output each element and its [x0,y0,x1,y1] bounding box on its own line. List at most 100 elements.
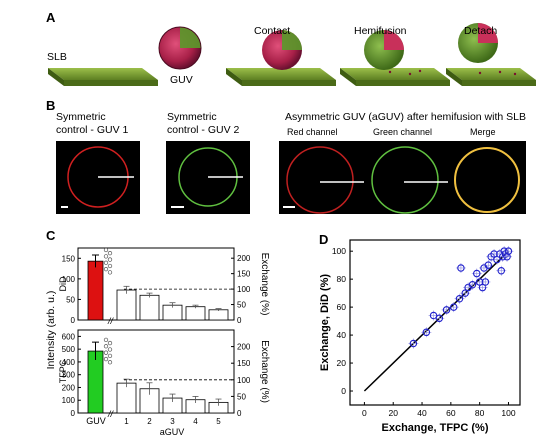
scatter-point [473,269,481,278]
detach-label: Detach [464,25,498,37]
left-tick-label: 100 [62,396,76,405]
guv-data-point [107,257,113,262]
hemifusion-label: Hemifusion [354,25,407,37]
plot-frame [349,239,521,406]
right-tick-label: 50 [237,392,246,401]
guv-data-point [103,254,109,259]
intensity-axis-label: Intensity (arb. u.) [45,291,57,370]
right-tick-label: 150 [237,359,251,368]
right-tick-label: 50 [237,301,246,310]
left-tick-label: 0 [71,316,76,325]
x-axis-label: Exchange, TFPC (%) [382,422,489,434]
guv-data-point [103,337,109,343]
axis-break: // [107,316,115,326]
fit-line [363,250,509,392]
scatter-point [457,264,465,272]
y-tick-label: 0 [341,386,346,396]
guv-data-point [107,347,113,352]
guv-data-point [103,356,109,362]
right-tick-label: 150 [237,270,251,279]
y-tick-label: 40 [337,330,347,340]
left-tick-label: 50 [66,295,75,304]
y-tick-label: 20 [337,358,347,368]
x-tick-label: 0 [362,408,367,418]
right-tick-label: 200 [237,254,251,263]
micrograph-asymmetric [279,141,526,214]
asymmetric-title: Asymmetric GUV (aGUV) after hemifusion w… [285,111,526,123]
left-tick-label: 400 [62,358,76,367]
contact-label: Contact [254,25,291,37]
x-tick-label: 40 [417,408,427,418]
y-tick-label: 100 [332,246,346,256]
scatter-point [422,328,431,337]
guv-bar [87,350,104,414]
guv-data-point [103,260,109,265]
guv-vesicle [158,26,202,70]
left-tick-label: 150 [62,254,76,263]
control1-title-1: Symmetric [56,111,106,123]
scatter-point [435,314,444,323]
y-tick-label: 80 [337,274,347,284]
guv-data-point [107,360,113,365]
aguv-category-label: 3 [170,417,175,426]
left-sub-label: DiD [58,276,68,291]
green-channel-label: Green channel [373,127,433,137]
control2-title-1: Symmetric [167,111,217,123]
guv-data-point [107,340,113,346]
panel-a-letter: A [46,10,56,25]
scatter-point [442,306,451,314]
panel-d-letter: D [319,232,329,247]
aguv-bar [139,294,160,321]
aguv-category-label: 2 [147,417,152,426]
scatter-point [481,278,490,286]
control2-title-2: control - GUV 2 [167,124,240,136]
guv-data-point [107,353,113,359]
guv-data-point [103,247,109,253]
contact-illustration [226,30,336,86]
aguv-bar [208,309,229,321]
scatter-point [455,294,464,303]
detach-illustration [446,23,536,86]
scatter-point [504,247,513,255]
scatter-point [449,303,458,311]
scatter-point [409,339,418,348]
right-tick-label: 0 [237,409,242,418]
guv-data-point [107,251,113,256]
left-sub-label: TFPC [58,359,68,383]
aguv-category-label: 5 [216,417,221,426]
left-tick-label: 0 [71,409,76,418]
aguv-bar [116,289,137,321]
slb-label: SLB [47,51,67,63]
guv-data-point [107,270,113,275]
right-axis-label: Exchange (%) [259,340,270,403]
guv-label: GUV [170,74,193,86]
panel-a-illustration [48,23,536,86]
guv-bar [87,260,104,321]
right-tick-label: 0 [237,316,242,325]
guv-data-point [107,263,113,269]
aguv-category-label: 1 [124,417,129,426]
panel-c-letter: C [46,228,56,243]
left-tick-label: 200 [62,383,76,392]
aguv-bar [185,306,206,321]
axis-break: // [107,409,115,419]
guv-data-point [103,267,109,272]
aguv-axis-label: aGUV [160,427,185,437]
slb-bilayer-1 [48,68,158,86]
x-tick-label: 60 [446,408,456,418]
left-tick-label: 100 [62,275,76,284]
right-tick-label: 100 [237,376,251,385]
panel-b-micrographs [56,141,526,214]
control1-title-2: control - GUV 1 [56,124,129,136]
left-tick-label: 500 [62,345,76,354]
panel-b-letter: B [46,98,56,113]
right-axis-label: Exchange (%) [259,253,270,316]
scatter-point [468,280,477,289]
scatter-point [484,261,493,269]
hemifusion-illustration [340,30,450,86]
y-axis-label: Exchange, DiD (%) [319,274,331,372]
guv-data-point [103,350,109,355]
right-tick-label: 100 [237,285,251,294]
